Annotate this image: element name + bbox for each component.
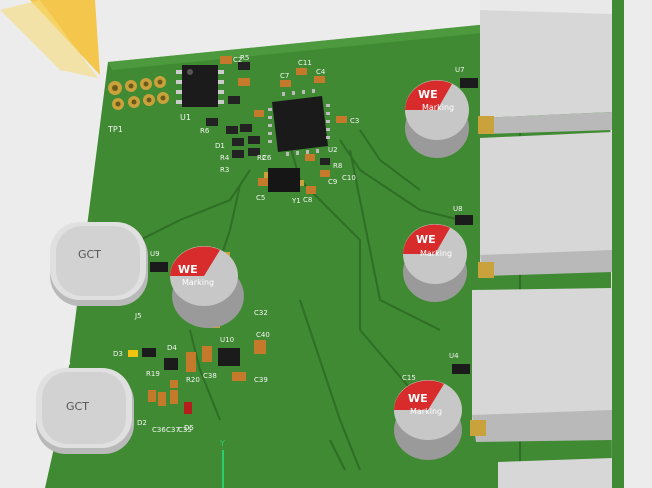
label-r2: R2 — [257, 154, 266, 162]
label-u10: U10 — [220, 336, 234, 344]
label-c37: C37 — [166, 426, 180, 434]
label-c38: C38 — [203, 372, 217, 380]
passives-top-center[interactable]: C11 C7 C4 C3 R8 C10 C5 C8 C9 — [256, 59, 359, 204]
label-u7: U7 — [455, 66, 465, 74]
label-c8: C8 — [303, 196, 312, 204]
electrolytic-cap-1[interactable]: WE Marking — [405, 80, 469, 158]
label-c40: C40 — [256, 331, 270, 339]
usb-c-brand: GCT — [78, 248, 101, 261]
label-c7: C7 — [280, 72, 289, 80]
label-c9: C9 — [328, 178, 337, 186]
passives-top-left[interactable]: C2 R5 R6 D1 R4 R3 R2 C6 — [200, 54, 272, 174]
label-c11: C11 — [298, 59, 312, 67]
ic-u1[interactable]: U1 — [176, 65, 224, 122]
cap-brand: WE — [416, 233, 436, 246]
label-r19: R19 — [146, 370, 160, 378]
label-j6: J6 — [63, 359, 71, 367]
label-tp1: TP1 — [107, 125, 123, 134]
passives-lower-left[interactable]: D3 D4 R19 R20 C38 U10 C40 C39 D2 C36 C37… — [113, 331, 270, 434]
label-y1: Y1 — [291, 197, 301, 205]
usb-c-brand: GCT — [66, 400, 89, 413]
label-r3: R3 — [220, 166, 229, 174]
label-u8: U8 — [453, 205, 463, 213]
electrolytic-cap-c15[interactable]: WE Marking C15 — [394, 374, 462, 460]
usb-a-connector-low[interactable]: U4 — [449, 288, 612, 442]
label-j5: J5 — [134, 312, 142, 320]
label-r6: R6 — [200, 127, 210, 135]
usb-a-connector-top[interactable]: U7 — [455, 0, 612, 134]
electrolytic-cap-c32[interactable]: WE Marking C32 — [170, 246, 268, 328]
usb-c-connector-j6[interactable]: GCT J6 — [36, 359, 134, 454]
usb-a-connector-bottom[interactable] — [498, 458, 612, 488]
label-c15: C15 — [402, 374, 416, 382]
label-r20: R20 — [186, 376, 200, 384]
cap-brand: WE — [408, 392, 428, 405]
ic-u2[interactable]: U2 — [268, 89, 338, 156]
test-point-header[interactable]: TP1 — [107, 76, 169, 134]
crystal-y1[interactable]: Y1 — [264, 168, 304, 205]
label-c35: C35 — [178, 426, 192, 434]
label-c39: C39 — [254, 376, 268, 384]
label-c6: C6 — [262, 154, 272, 162]
label-u9: U9 — [150, 250, 160, 258]
ic-u9[interactable]: U9 — [150, 250, 168, 272]
cap-marking: Marking — [410, 407, 442, 416]
label-d4: D4 — [167, 344, 177, 352]
axis-gizmo: Y — [219, 439, 225, 488]
label-c5: C5 — [256, 194, 265, 202]
label-c2: C2 — [233, 56, 242, 64]
usb-a-connector-mid[interactable]: U8 — [453, 132, 612, 278]
cap-brand: WE — [418, 88, 438, 101]
label-u1: U1 — [180, 113, 191, 122]
axis-y-label: Y — [219, 439, 225, 448]
cap-brand: WE — [178, 263, 198, 276]
usb-c-connector-j5[interactable]: GCT J5 — [50, 222, 148, 320]
label-r5: R5 — [240, 54, 249, 62]
label-c10: C10 — [342, 174, 356, 182]
label-r4: R4 — [220, 154, 230, 162]
label-d3: D3 — [113, 350, 123, 358]
cap-marking: Marking — [420, 249, 452, 258]
electrolytic-cap-2[interactable]: WE Marking — [403, 224, 467, 302]
label-d5: D5 — [184, 424, 194, 432]
cap-marking: Marking — [422, 103, 454, 112]
label-c32: C32 — [254, 309, 268, 317]
label-d2: D2 — [137, 419, 147, 427]
label-u2: U2 — [328, 146, 338, 154]
label-c3: C3 — [350, 117, 359, 125]
cap-marking: Marking — [182, 278, 214, 287]
label-r8: R8 — [333, 162, 342, 170]
label-c36: C36 — [152, 426, 166, 434]
label-d1: D1 — [215, 142, 225, 150]
label-c4: C4 — [316, 68, 326, 76]
label-u4: U4 — [449, 352, 459, 360]
